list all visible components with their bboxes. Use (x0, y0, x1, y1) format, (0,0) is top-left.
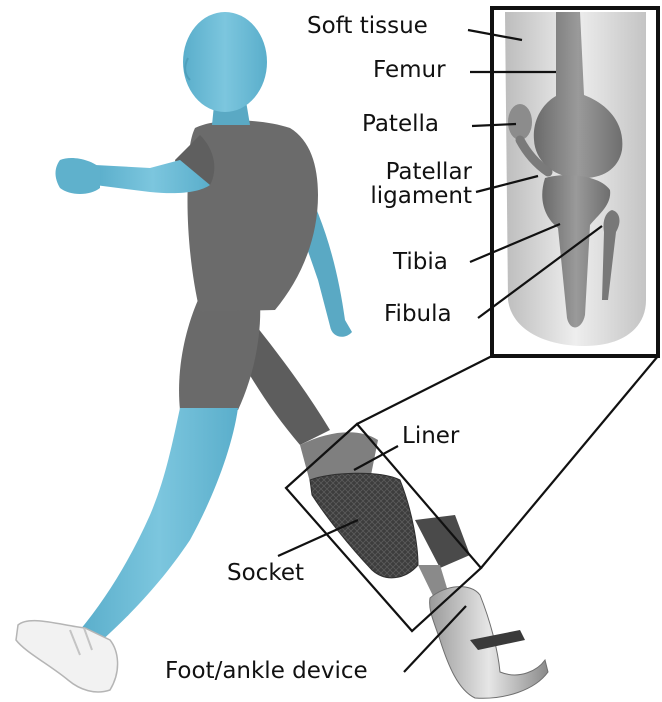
label-fibula: Fibula (384, 302, 452, 326)
fist-icon (56, 158, 101, 194)
label-foot-ankle-device: Foot/ankle device (165, 659, 368, 683)
label-socket: Socket (227, 561, 304, 585)
label-patellar-line1: Patellar (357, 160, 472, 184)
label-liner: Liner (402, 424, 459, 448)
socket-shell (310, 473, 418, 578)
front-leg-shorts (179, 300, 260, 410)
label-patella: Patella (362, 112, 439, 136)
inset-patella (508, 104, 532, 140)
walking-person-illustration (16, 12, 352, 692)
label-patellar-ligament: Patellar ligament (357, 160, 472, 208)
label-tibia: Tibia (393, 250, 448, 274)
label-soft-tissue: Soft tissue (307, 14, 428, 38)
head (183, 12, 267, 112)
label-femur: Femur (373, 58, 446, 82)
label-patellar-line2: ligament (357, 184, 472, 208)
front-leg (80, 408, 238, 642)
